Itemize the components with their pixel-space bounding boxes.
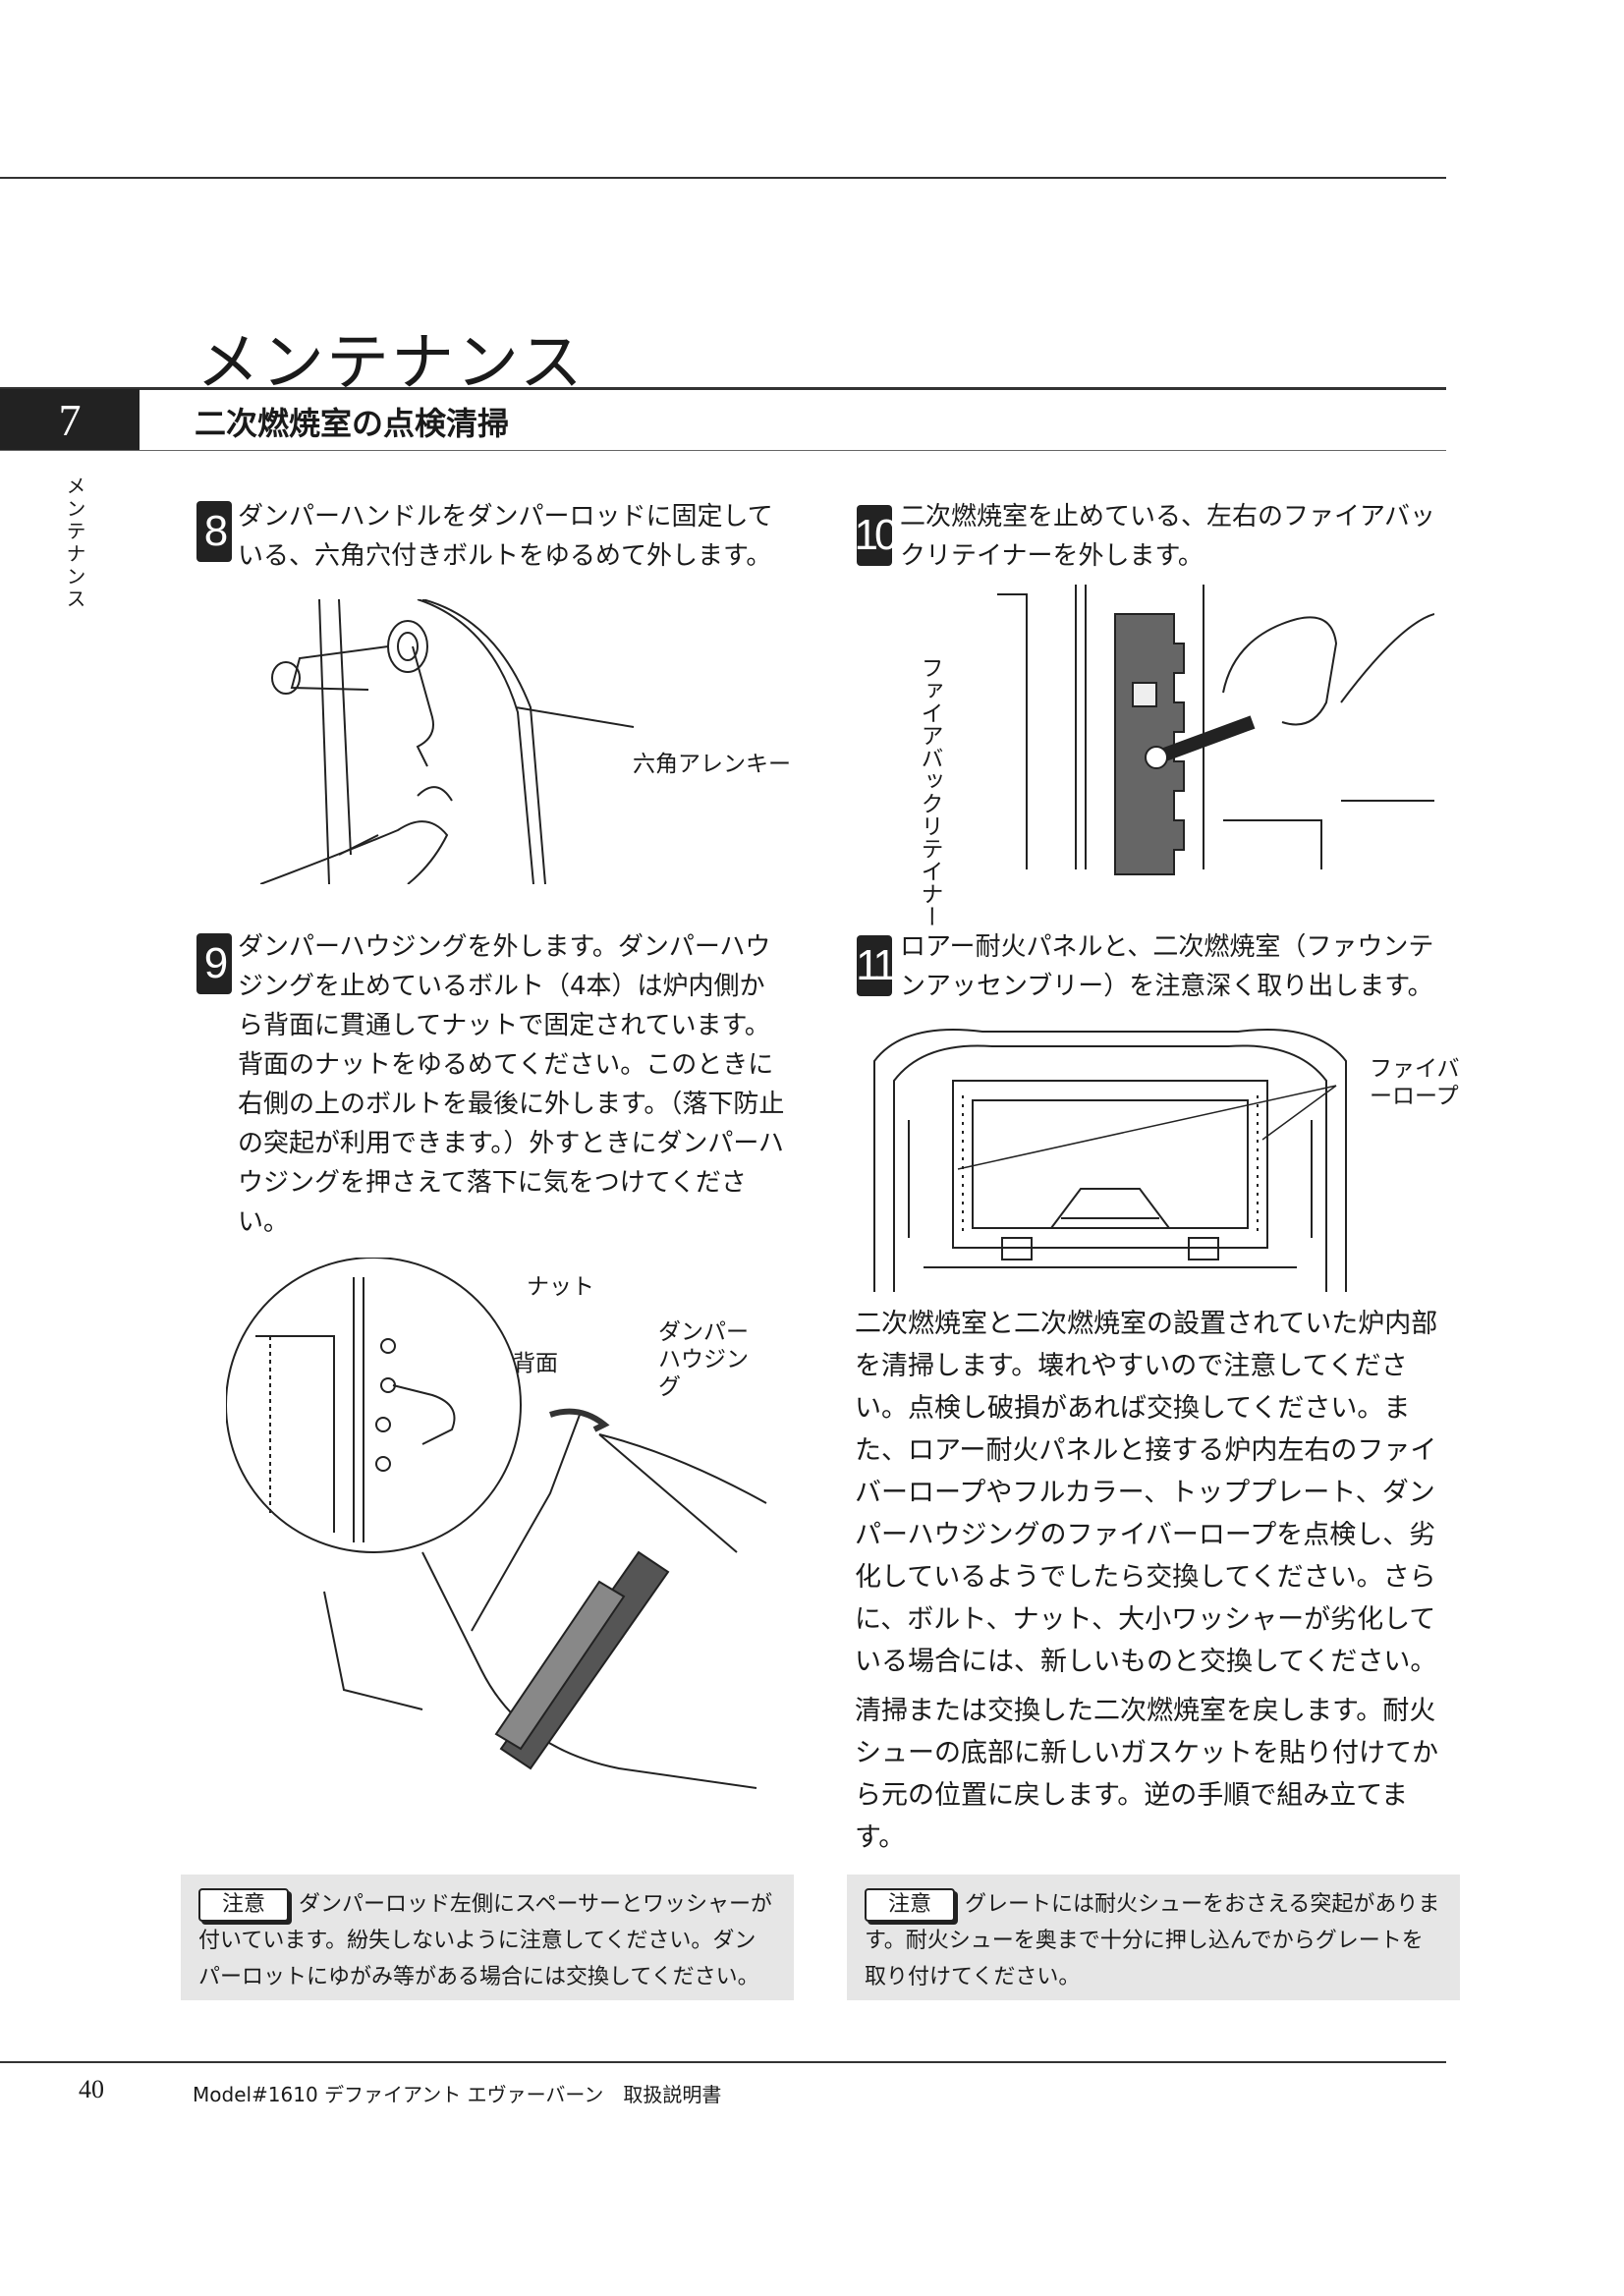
step-10-number: 10 <box>855 505 898 566</box>
step-11-number: 11 <box>856 935 897 996</box>
figure-fountain-assembly <box>873 1029 1347 1292</box>
footer-rule <box>0 2061 1446 2063</box>
note-left-text: ダンパーロッド左側にスペーサーとワッシャーが付いています。紛失しないように注意し… <box>198 1892 773 1989</box>
section-title: 二次燃焼室の点検清掃 <box>195 405 510 442</box>
label-fireback-retainer: ファイアバックリテイナー <box>917 656 942 927</box>
note-right-text: グレートには耐火シューをおさえる突起があります。耐火シューを奥まで十分に押し込ん… <box>865 1892 1440 1989</box>
body-paragraph-2: 清掃または交換した二次燃焼室を戻します。耐火シューの底部に新しいガスケットを貼り… <box>855 1696 1438 1853</box>
step-8-text: ダンパーハンドルをダンパーロッドに固定している、六角穴付きボルトをゆるめて外しま… <box>238 502 773 571</box>
side-tab: メンテナンス <box>63 476 86 611</box>
figure-hex-wrench <box>260 599 635 884</box>
top-rule <box>0 177 1446 179</box>
step-10-text: 二次燃焼室を止めている、左右のファイアバックリテイナーを外します。 <box>900 502 1435 571</box>
figure-fireback-retainer <box>997 585 1434 875</box>
label-hex-wrench: 六角アレンキー <box>633 752 791 777</box>
label-nut: ナット <box>527 1274 594 1300</box>
section-number: 7 <box>0 389 140 450</box>
label-fiber-rope: ファイバーロープ <box>1370 1056 1460 1109</box>
step-9-text: ダンパーハウジングを外します。ダンパーハウジングを止めているボルト（4本）は炉内… <box>238 932 785 1237</box>
page-number: 40 <box>79 2075 104 2103</box>
note-left: 注意ダンパーロッド左側にスペーサーとワッシャーが付いています。紛失しないように注… <box>181 1875 794 2000</box>
step-11-text: ロアー耐火パネルと、二次燃焼室（ファウンテンアッセンブリー）を注意深く取り出しま… <box>900 932 1434 1001</box>
body-paragraph-1: 二次燃焼室と二次燃焼室の設置されていた炉内部を清掃します。壊れやすいので注意して… <box>855 1309 1438 1677</box>
note-right: 注意グレートには耐火シューをおさえる突起があります。耐火シューを奥まで十分に押し… <box>847 1875 1460 2000</box>
note-left-badge: 注意 <box>198 1888 290 1922</box>
note-right-badge: 注意 <box>865 1888 956 1922</box>
step-8-number: 8 <box>196 501 232 562</box>
page-title: メンテナンス <box>196 327 585 400</box>
title-rule <box>0 387 1446 390</box>
figure-damper-housing <box>226 1258 767 1789</box>
section-rule <box>0 450 1446 451</box>
step-9-number: 9 <box>196 933 232 994</box>
footer-model: Model#1610 デファイアント エヴァーバーン 取扱説明書 <box>193 2083 722 2106</box>
label-back: 背面 <box>513 1351 558 1376</box>
label-damper-housing: ダンパーハウジング <box>658 1319 749 1400</box>
